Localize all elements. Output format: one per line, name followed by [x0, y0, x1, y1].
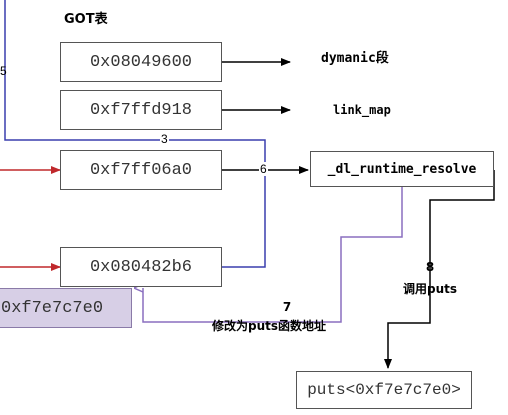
- got-entry-1: 0xf7ffd918: [60, 90, 222, 130]
- step7-text: 修改为puts函数地址: [212, 319, 327, 333]
- puts-box: puts<0xf7e7c7e0>: [296, 371, 472, 409]
- got-title: GOT表: [64, 12, 108, 27]
- step7-number: 7: [282, 300, 292, 314]
- wire-step7: [143, 187, 403, 323]
- resolver-box: _dl_runtime_resolve: [310, 151, 494, 187]
- got-entry-0: 0x08049600: [60, 42, 222, 82]
- step6-label: 6: [259, 162, 268, 176]
- annotation-link-map: link_map: [333, 103, 391, 117]
- step3-label: 3: [160, 132, 169, 146]
- step8-number: 8: [425, 260, 435, 274]
- wire-step3: [4, 0, 266, 268]
- wire-step8: [384, 170, 495, 369]
- got-entry-2: 0xf7ff06a0: [60, 150, 222, 190]
- annotation-dynamic: dymanic段: [321, 51, 389, 66]
- got-entry-3: 0x080482b6: [60, 247, 222, 287]
- edge-glyph: 5: [0, 64, 7, 78]
- written-value-box: 0xf7e7c7e0: [0, 288, 132, 328]
- step8-text: 调用puts: [403, 282, 458, 296]
